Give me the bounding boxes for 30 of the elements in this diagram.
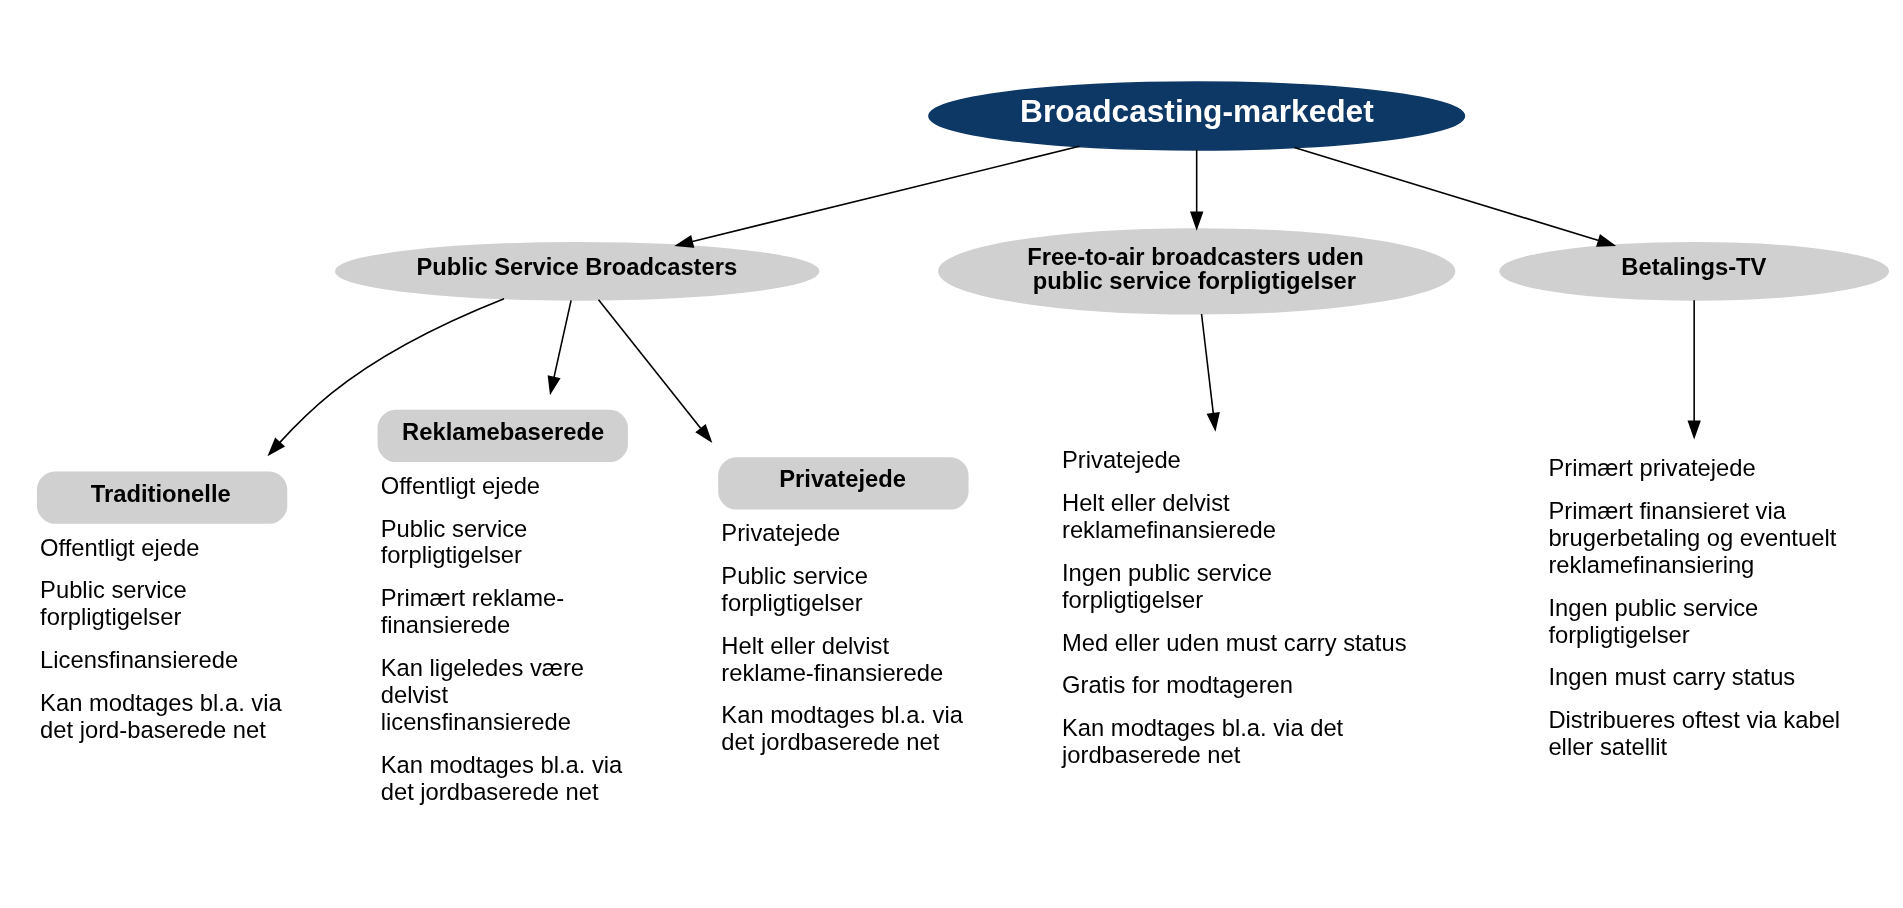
node-ellipse: Public Service Broadcasters xyxy=(335,242,820,301)
node-label: Offentligt ejede xyxy=(380,471,541,499)
arrow xyxy=(267,297,505,457)
node-ellipse: Broadcasting-markedet xyxy=(928,81,1466,151)
node-label: Public service forpligtigelser xyxy=(380,514,528,569)
node-label: Helt eller delvist reklame-finansierede xyxy=(721,631,944,686)
node-text: Privatejede Helt eller delvist reklamefinansierede Ingen public service forpligtigelser Med eller uden must carry status Gratis for modtageren Kan modtages bl.a. via det jordbaserede net xyxy=(1062,446,1407,769)
arrow xyxy=(1200,313,1220,432)
arrow xyxy=(547,299,572,396)
arrow xyxy=(1190,149,1204,231)
node-label: Privatejede xyxy=(721,519,841,547)
node-label: Public service forpligtigelser xyxy=(721,562,868,616)
arrow xyxy=(1293,146,1617,247)
node-label: Licensfinansierede xyxy=(40,646,239,674)
node-label: Kan ligeledes være delvist licensfinansierede xyxy=(380,653,585,735)
node-ellipse: Betalings-TV xyxy=(1499,242,1890,301)
node-label: Primært reklame-finansierede xyxy=(380,584,565,639)
node-ellipse: Free-to-air broadcasters uden public service forpligtigelser xyxy=(938,228,1456,315)
node-label: Kan modtages bl.a. via det jord-baserede net xyxy=(40,688,282,743)
arrow xyxy=(597,298,713,443)
node-label: Kan modtages bl.a. via det jordbaserede net xyxy=(721,701,963,756)
arrow xyxy=(674,145,1081,248)
node-box: Reklamebaserede xyxy=(377,409,628,463)
node-label: Public service forpligtigelser xyxy=(40,576,187,631)
node-text: Primært privatejede Primært finansieret via brugerbetaling og eventuelt reklamefinansiering Ingen public service forpligtigelser Ingen must carry status Distribueres oftest via kabel eller satellit xyxy=(1548,454,1841,761)
node-label: Kan modtages bl.a. via det jordbaserede net xyxy=(380,750,623,805)
node-box: Privatejede xyxy=(718,457,969,510)
node-label: Offentligt ejede xyxy=(40,533,200,561)
arrow xyxy=(1687,299,1701,440)
node-box: Traditionelle xyxy=(36,471,288,524)
